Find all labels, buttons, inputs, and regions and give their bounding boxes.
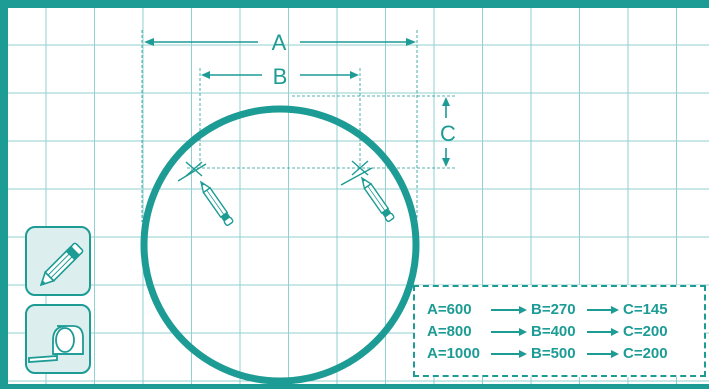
measurement-table: A=600 B=270 C=145 A=800 B=400 C=200 A=10… <box>413 285 706 377</box>
dimension-a-label: A <box>272 30 287 55</box>
value-a: A=600 <box>427 301 472 318</box>
value-b: B=270 <box>531 301 576 318</box>
value-c: C=145 <box>623 301 668 318</box>
dimension-a <box>144 38 416 46</box>
value-c: C=200 <box>623 323 668 340</box>
arrow-right-icon <box>491 306 527 314</box>
pencil-icon <box>39 242 84 287</box>
value-a: A=1000 <box>427 345 480 362</box>
dimension-c-label: C <box>440 121 456 146</box>
pencil-tool-button[interactable] <box>25 226 91 296</box>
arrow-right-icon <box>587 350 619 358</box>
pencil-icon <box>360 176 395 222</box>
tape-measure-icon <box>28 325 84 363</box>
dimension-c <box>442 97 450 167</box>
guide-lines <box>141 30 455 222</box>
value-c: C=200 <box>623 345 668 362</box>
dimension-b-label: B <box>273 64 288 89</box>
cross-mark-right <box>340 160 373 186</box>
cross-mark-left <box>177 161 207 182</box>
pencil-icon <box>199 180 234 226</box>
arrow-right-icon <box>587 306 619 314</box>
dimension-b <box>201 71 359 79</box>
arrow-right-icon <box>491 350 527 358</box>
value-a: A=800 <box>427 323 472 340</box>
circle-outline <box>140 105 420 385</box>
tape-measure-tool-button[interactable] <box>25 304 91 374</box>
value-b: B=500 <box>531 345 576 362</box>
value-b: B=400 <box>531 323 576 340</box>
arrow-right-icon <box>491 328 527 336</box>
arrow-right-icon <box>587 328 619 336</box>
